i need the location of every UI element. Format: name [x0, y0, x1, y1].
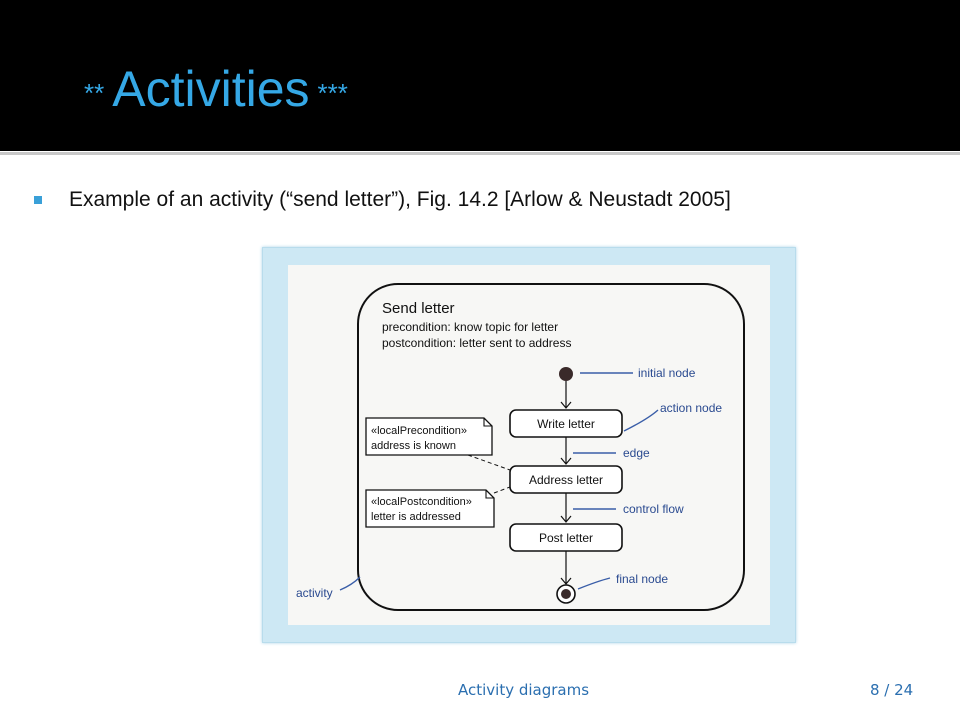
- square-bullet-icon: [34, 196, 42, 204]
- activity-name: Send letter: [382, 300, 455, 317]
- precondition-text: precondition: know topic for letter: [382, 320, 558, 334]
- action-label-address-letter: Address letter: [529, 473, 603, 487]
- arrowhead-icon: [560, 457, 572, 465]
- figure-image: Send letter precondition: know topic for…: [288, 265, 770, 625]
- postcondition-text: postcondition: letter sent to address: [382, 336, 571, 350]
- arrowhead-icon: [560, 401, 572, 409]
- title-text: Activities: [112, 61, 310, 117]
- footer-page-number: 8 / 24: [870, 681, 914, 699]
- label-edge: edge: [623, 446, 650, 460]
- local-precondition-note: [365, 417, 493, 456]
- activity-frame: [357, 283, 745, 611]
- action-label-write-letter: Write letter: [537, 417, 595, 431]
- note-anchor-line: [467, 454, 511, 471]
- final-node-pointer: [577, 577, 611, 590]
- final-node-core: [561, 589, 571, 599]
- note-corner-icon: [485, 490, 494, 499]
- title-suffix-stars: ***: [317, 78, 348, 108]
- arrowhead-icon: [560, 515, 572, 523]
- note-corner-icon: [483, 418, 492, 427]
- title-bar: **Activities***: [0, 0, 960, 151]
- slide-title: **Activities***: [84, 64, 348, 114]
- annotation-lines: [339, 372, 659, 591]
- label-initial-node: initial node: [638, 366, 696, 380]
- note2-stereotype: «localPostcondition»: [371, 496, 472, 508]
- footer-section-name: Activity diagrams: [458, 681, 590, 699]
- title-prefix-stars: **: [84, 78, 105, 108]
- label-activity: activity: [296, 586, 333, 600]
- note1-stereotype: «localPrecondition»: [371, 425, 467, 437]
- label-final-node: final node: [616, 572, 668, 586]
- note1-text: address is known: [371, 440, 456, 452]
- arrowhead-icon: [560, 577, 572, 585]
- local-postcondition-note: [365, 489, 495, 528]
- note-anchor-line: [493, 486, 511, 494]
- note2-text: letter is addressed: [371, 511, 461, 523]
- title-divider: [0, 152, 960, 155]
- action-node-pointer: [623, 409, 659, 432]
- bullet-item: Example of an activity (“send letter”), …: [34, 188, 731, 212]
- activity-diagram: Send letter precondition: know topic for…: [296, 283, 745, 611]
- label-action-node: action node: [660, 401, 722, 415]
- activity-pointer: [339, 576, 361, 591]
- initial-node: [559, 367, 573, 381]
- bullet-text: Example of an activity (“send letter”), …: [69, 188, 731, 211]
- action-label-post-letter: Post letter: [539, 531, 593, 545]
- figure-frame: Send letter precondition: know topic for…: [262, 247, 796, 643]
- label-control-flow: control flow: [623, 502, 684, 516]
